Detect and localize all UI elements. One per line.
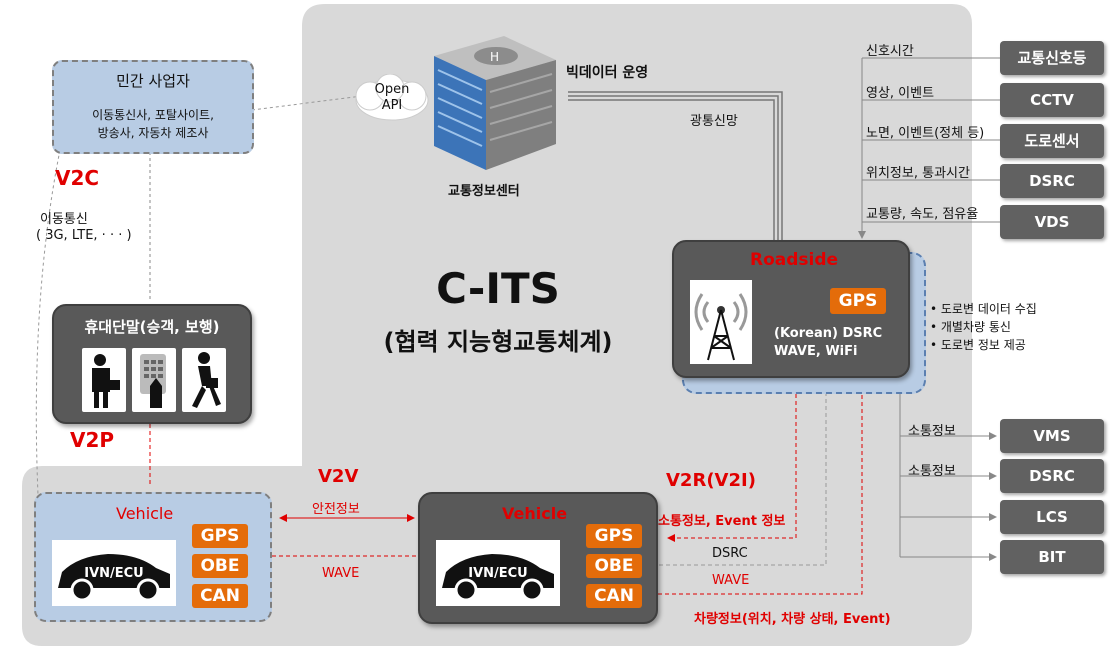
v2r-vehicle-info-label: 차량정보(위치, 차량 상태, Event) xyxy=(694,612,891,627)
device-bit: BIT xyxy=(1000,540,1104,574)
v2v-safety-label: 안전정보 xyxy=(312,502,360,517)
v2p-label: V2P xyxy=(70,428,115,452)
v2r-traffic-event-label: 소통정보, Event 정보 xyxy=(658,514,786,529)
device-dsrc-input: DSRC xyxy=(1000,164,1104,198)
roadside-title: Roadside xyxy=(750,250,839,270)
vehicle-left-gps: GPS xyxy=(192,524,248,548)
output-bus xyxy=(899,388,997,561)
antenna-icon xyxy=(690,280,752,364)
v2c-label: V2C xyxy=(55,166,100,190)
roadside-line1: (Korean) DSRC xyxy=(774,326,883,341)
device-cctv: CCTV xyxy=(1000,83,1104,117)
cits-region xyxy=(22,4,972,646)
input-label-location: 위치정보, 통과시간 xyxy=(866,166,970,181)
building-icon: H xyxy=(420,22,568,172)
output-label-dsrc: 소통정보 xyxy=(908,464,956,479)
open-api-line1: Open xyxy=(374,82,410,97)
v2c-comm-line1: 이동통신 xyxy=(40,212,88,227)
car-icon-mid: IVN/ECU xyxy=(436,540,560,606)
passenger-icon xyxy=(82,348,126,412)
roadside-bullet-1: • 도로변 데이터 수집 xyxy=(930,302,1037,316)
phone-keypad-icon xyxy=(132,348,176,412)
input-label-volume: 교통량, 속도, 점유율 xyxy=(866,207,979,222)
car-icon-left: IVN/ECU xyxy=(52,540,176,606)
input-bus xyxy=(861,57,1000,236)
output-label-vms: 소통정보 xyxy=(908,424,956,439)
private-operators-box: 민간 사업자 이동통신사, 포탈사이트, 방송사, 자동차 제조사 xyxy=(52,60,254,154)
v2c-curve xyxy=(35,149,61,496)
v2r-wave-label: WAVE xyxy=(712,573,750,588)
vehicle-left-title: Vehicle xyxy=(116,504,174,523)
vehicle-mid-box: Vehicle IVN/ECU GPS OBE CAN xyxy=(418,492,658,624)
device-lcs: LCS xyxy=(1000,500,1104,534)
device-vds: VDS xyxy=(1000,205,1104,239)
optical-fiber-line xyxy=(568,91,783,240)
bigdata-label: 빅데이터 운영 xyxy=(566,65,649,81)
device-dsrc-output: DSRC xyxy=(1000,459,1104,493)
vehicle-mid-can: CAN xyxy=(586,584,642,608)
input-label-signal: 신호시간 xyxy=(866,44,914,59)
device-road-sensor: 도로센서 xyxy=(1000,124,1104,158)
vehicle-left-can: CAN xyxy=(192,584,248,608)
device-traffic-signal: 교통신호등 xyxy=(1000,41,1104,75)
traffic-center-name: 교통정보센터 xyxy=(448,184,520,199)
roadside-bullet-2: • 개별차량 통신 xyxy=(930,320,1011,334)
private-operators-title: 민간 사업자 xyxy=(116,72,190,90)
roadside-gps: GPS xyxy=(830,288,886,314)
input-label-road: 노면, 이벤트(정체 등) xyxy=(866,126,985,141)
car-label-mid: IVN/ECU xyxy=(468,566,528,581)
input-label-video: 영상, 이벤트 xyxy=(866,86,935,101)
private-operators-line2: 방송사, 자동차 제조사 xyxy=(97,126,209,140)
open-api-line2: API xyxy=(381,98,403,113)
portable-device-box: 휴대단말(승객, 보행) xyxy=(52,304,252,424)
v2r-dsrc-label: DSRC xyxy=(712,546,748,561)
api-line xyxy=(251,95,363,111)
portable-device-title: 휴대단말(승객, 보행) xyxy=(84,318,220,336)
svg-text:H: H xyxy=(490,50,499,64)
cits-subtitle: (협력 지능형교통체계) xyxy=(383,328,613,356)
v2r-traffic-arrow xyxy=(667,380,797,542)
dsrc-line xyxy=(658,392,827,566)
v2v-wave-label: WAVE xyxy=(322,566,360,581)
vehicle-left-obe: OBE xyxy=(192,554,248,578)
roadside-line2: WAVE, WiFi xyxy=(774,344,858,359)
pedestrian-icon xyxy=(182,348,226,412)
roadside-bullet-3: • 도로변 정보 제공 xyxy=(930,338,1026,352)
car-label-left: IVN/ECU xyxy=(84,566,144,581)
v2v-label: V2V xyxy=(318,466,359,487)
vehicle-mid-title: Vehicle xyxy=(502,504,568,523)
v2r-label: V2R(V2I) xyxy=(666,470,756,491)
cits-title: C-ITS xyxy=(436,264,560,313)
private-operators-line1: 이동통신사, 포탈사이트, xyxy=(92,108,214,122)
vehicle-mid-gps: GPS xyxy=(586,524,642,548)
v2r-vehicle-arrow xyxy=(658,379,866,595)
open-api-cloud: Open API xyxy=(350,73,434,124)
vehicle-left-box: Vehicle IVN/ECU GPS OBE CAN xyxy=(34,492,272,622)
vehicle-mid-obe: OBE xyxy=(586,554,642,578)
device-vms: VMS xyxy=(1000,419,1104,453)
v2c-comm-line2: ( 3G, LTE, · · · ) xyxy=(36,228,132,243)
optical-network-label: 광통신망 xyxy=(690,114,738,129)
roadside-box: Roadside GPS (Korean) DSRC WAVE, WiFi xyxy=(672,240,910,378)
